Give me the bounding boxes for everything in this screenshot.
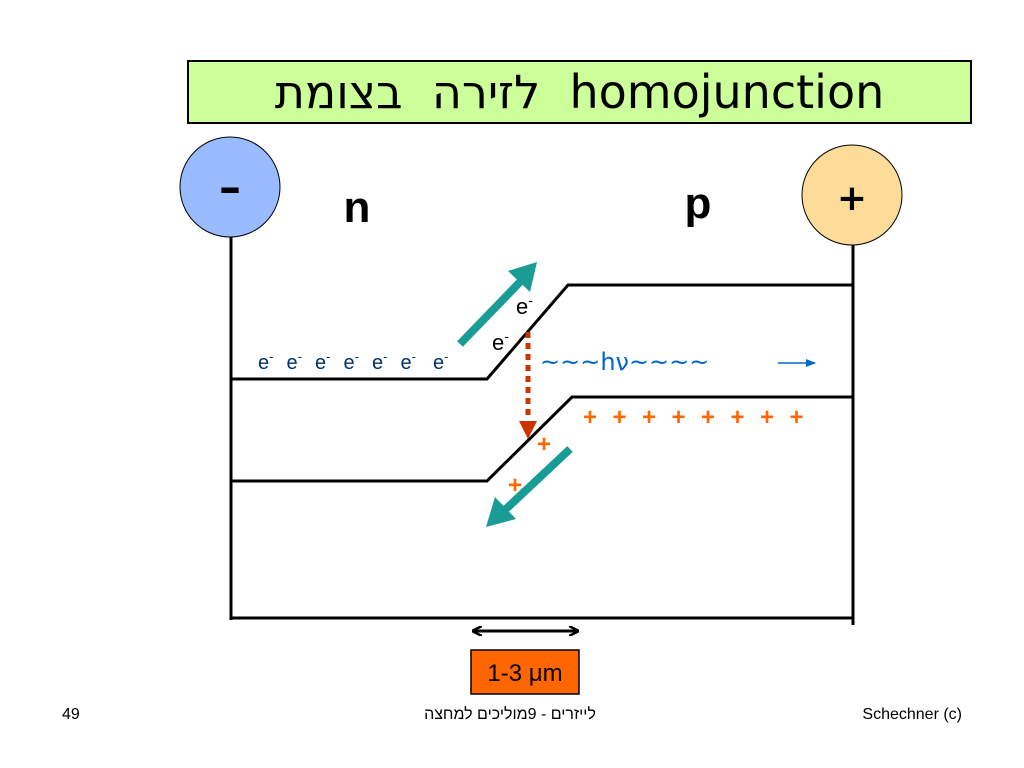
hole: + <box>789 404 803 431</box>
electron: e- <box>344 349 359 374</box>
electron: e- <box>258 349 273 374</box>
hole-row: + + + + + + + + <box>583 404 804 431</box>
hole-flow-arrow <box>503 446 573 512</box>
junction-width-box <box>470 649 580 695</box>
junction-electron: e- <box>516 292 533 319</box>
hole-flow-arrowhead <box>486 497 516 527</box>
hole: + <box>642 404 656 431</box>
hole: + <box>730 404 744 431</box>
electron: e- <box>372 349 387 374</box>
photon-label: ~~~hν~~~~ <box>540 348 709 376</box>
hole: + <box>760 404 774 431</box>
negative-terminal-label: – <box>219 162 241 213</box>
copyright: Schechner (c) <box>862 706 962 723</box>
svg-text:e-: e- <box>492 328 509 355</box>
hole: + <box>612 404 626 431</box>
slide-number: 49 <box>62 706 80 723</box>
hole: + <box>701 404 715 431</box>
electron-flow-arrowhead <box>508 262 537 292</box>
hole: + <box>671 404 685 431</box>
electron: e- <box>401 349 416 374</box>
electron-row: e-e-e-e-e-e-e- <box>258 349 448 374</box>
n-region-label: n <box>344 183 371 232</box>
course-name: לייזרים - 9מוליכים למחצה <box>424 706 596 723</box>
junction-width-label: 1-3 μm <box>487 660 562 687</box>
electron-flow-arrow <box>457 279 523 347</box>
electron: e- <box>287 349 302 374</box>
junction-hole: + <box>508 472 522 499</box>
recombination-arrowhead <box>519 421 537 439</box>
junction-hole: + <box>537 431 551 458</box>
positive-terminal-label: + <box>837 178 867 219</box>
junction-electron: e- <box>492 328 509 355</box>
electron: e- <box>433 349 448 374</box>
electron: e- <box>315 349 330 374</box>
svg-text:e-: e- <box>516 292 533 319</box>
p-region-label: p <box>685 179 712 228</box>
valence-band <box>231 395 853 483</box>
hole: + <box>583 404 597 431</box>
slide-title: לזירה בצומת homojunction <box>187 60 972 124</box>
